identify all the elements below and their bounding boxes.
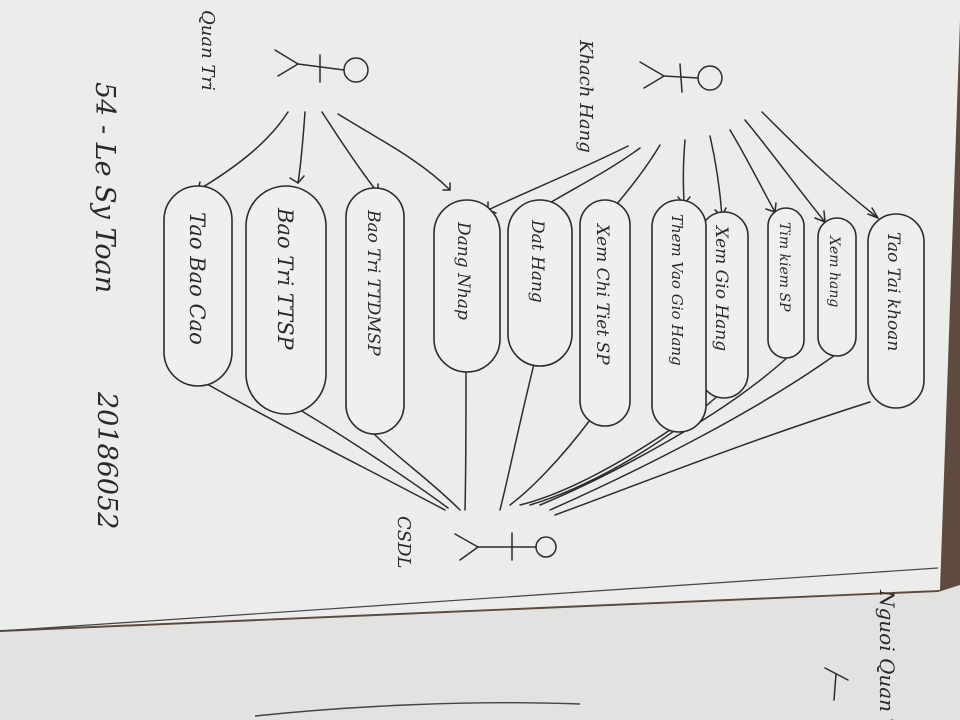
admin-actor-figure (274, 49, 369, 83)
association-lines (197, 111, 879, 516)
customer-actor-figure (639, 61, 723, 93)
use-case-create-report: Tao Bao Cao (185, 212, 209, 345)
actor-label-customer: Khach Hang (575, 39, 596, 153)
use-case-maintain-product-info: Bao Tri TTSP (273, 207, 297, 350)
partial-actor-figure (824, 667, 849, 701)
use-case-add-to-cart: Them Vao Gio Hang (668, 214, 686, 366)
actor-label-admin-person: Nguoi Quan Tri (875, 589, 899, 720)
actor-label-admin: Quan Tri (197, 10, 218, 91)
use-case-login: Dang Nhap (453, 221, 473, 320)
next-page-edge (254, 702, 581, 717)
use-case-view-product-detail: Xem Chi Tiet SP (592, 222, 612, 365)
use-case-search-products: Tim kiem SP (776, 222, 792, 312)
page-edge-line (0, 567, 939, 632)
use-case-create-account: Tao Tai khoan (883, 232, 903, 351)
author-student-id: 20186052 (91, 391, 122, 529)
author-name: 54 - Le Sy Toan (89, 82, 120, 293)
use-case-place-order: Dat Hang (527, 219, 547, 303)
second-paper-sheet (0, 585, 960, 720)
use-case-view-cart: Xem Gio Hang (711, 224, 731, 351)
database-actor-figure (454, 532, 557, 561)
use-case-maintain-product-category: Bao Tri TTDMSP (363, 209, 383, 356)
use-case-view-products: Xem hang (826, 235, 842, 307)
actor-label-database: CSDL (393, 516, 414, 569)
use-case-shapes (163, 185, 925, 435)
